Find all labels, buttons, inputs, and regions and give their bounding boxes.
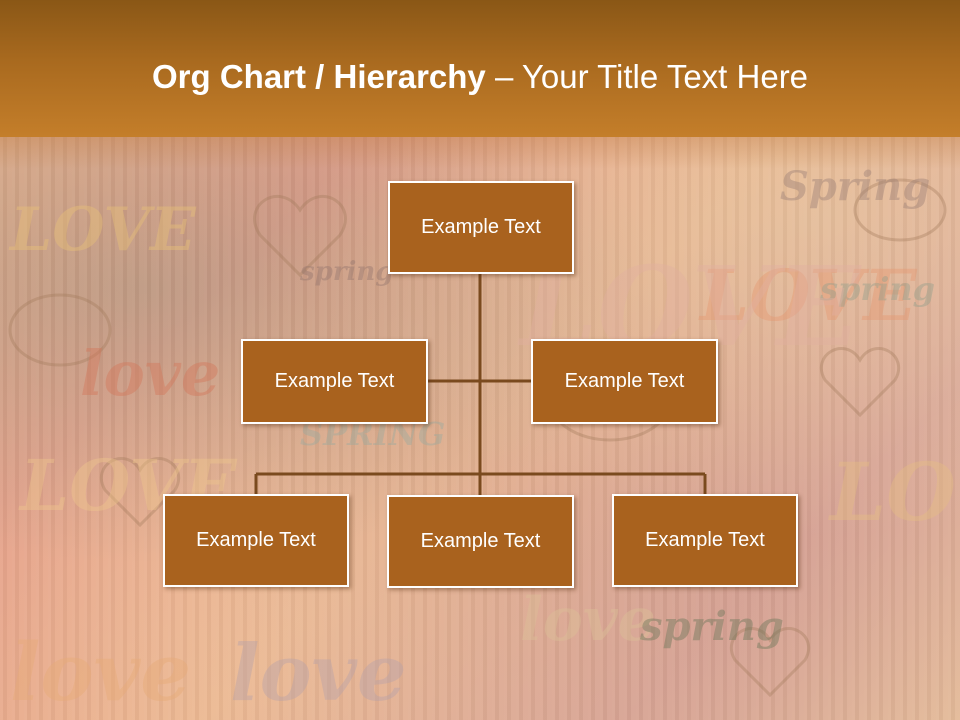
org-node-label: Example Text [196,529,316,551]
title-bar-fade [0,137,960,169]
org-node-child-left[interactable]: Example Text [163,494,349,587]
org-node-child-center[interactable]: Example Text [387,495,574,588]
org-node-label: Example Text [274,370,395,392]
svg-text:spring: spring [819,270,935,308]
svg-text:spring: spring [299,257,393,287]
org-node-root[interactable]: Example Text [388,181,574,274]
org-node-assistant-left[interactable]: Example Text [241,339,428,424]
svg-text:LOVE: LOVE [8,195,197,265]
heart-icon [99,457,181,528]
heart-icon [253,195,347,278]
org-node-assistant-right[interactable]: Example Text [531,339,718,424]
svg-text:love: love [10,625,191,719]
org-node-label: Example Text [645,529,765,551]
org-node-label: Example Text [421,216,541,238]
slide-title-bold: Org Chart / Hierarchy [152,58,486,95]
title-bar [0,0,960,137]
svg-text:love: love [230,628,407,719]
svg-text:LO: LO [828,445,956,539]
slide-title-dash: – [485,58,522,95]
slide-title-rest: Your Title Text Here [521,58,809,95]
org-node-label: Example Text [420,530,541,552]
org-node-child-right[interactable]: Example Text [612,494,798,587]
svg-text:Spring: Spring [780,163,930,210]
svg-text:love: love [520,585,656,655]
slide-title[interactable]: Org Chart / Hierarchy – Your Title Text … [152,55,932,99]
heart-icon [729,627,811,698]
svg-text:love: love [80,337,220,410]
svg-text:spring: spring [639,603,784,650]
svg-text:LOVE: LOVE [698,254,918,337]
heart-icon [819,347,901,418]
org-node-label: Example Text [564,370,685,392]
